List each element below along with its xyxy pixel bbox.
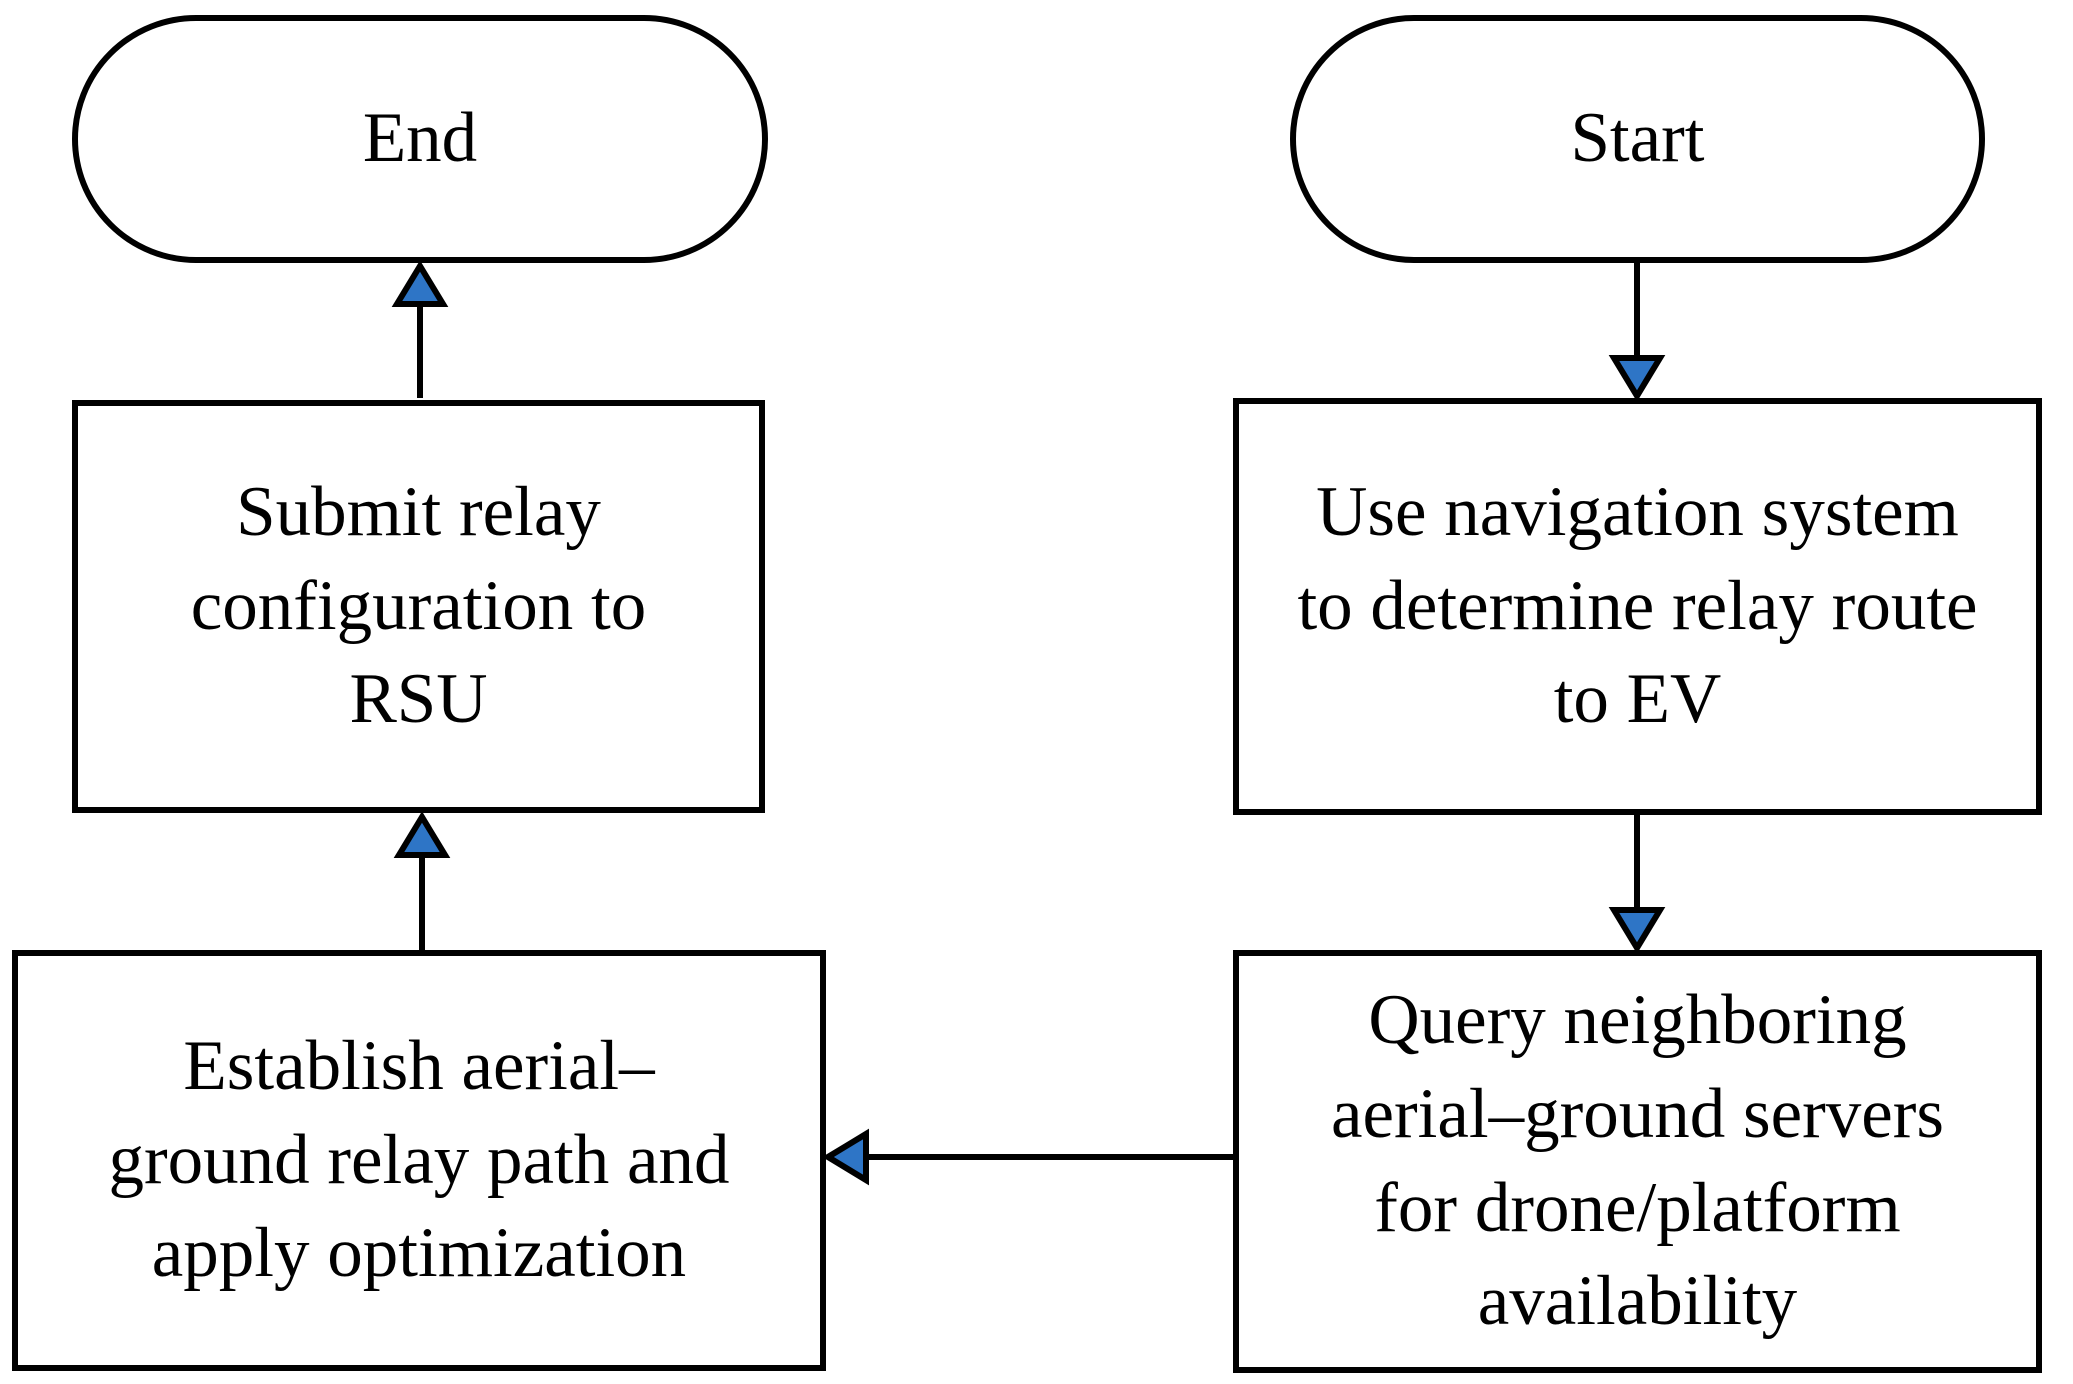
- arrowhead: [391, 260, 449, 307]
- arrowhead: [393, 811, 451, 858]
- node-use-navigation-system: Use navigation system to determine relay…: [1233, 398, 2042, 815]
- arrow-usenav-to-query: [1608, 814, 1666, 954]
- arrowhead: [1608, 907, 1666, 954]
- node-start-terminator: Start: [1290, 15, 1985, 263]
- node-submit-relay-configuration: Submit relay configuration to RSU: [72, 400, 765, 813]
- arrowhead: [822, 1128, 869, 1186]
- node-end-terminator: End: [72, 15, 768, 263]
- arrowhead: [1608, 355, 1666, 402]
- node-establish-relay-path: Establish aerial– ground relay path and …: [12, 950, 826, 1371]
- node-query-neighboring-servers: Query neighboring aerial–ground servers …: [1233, 950, 2042, 1373]
- arrow-establish-to-submit: [393, 811, 451, 950]
- arrow-query-to-establish: [822, 1128, 1233, 1186]
- arrow-start-to-usenav: [1608, 263, 1666, 402]
- arrow-submit-to-end: [391, 260, 449, 398]
